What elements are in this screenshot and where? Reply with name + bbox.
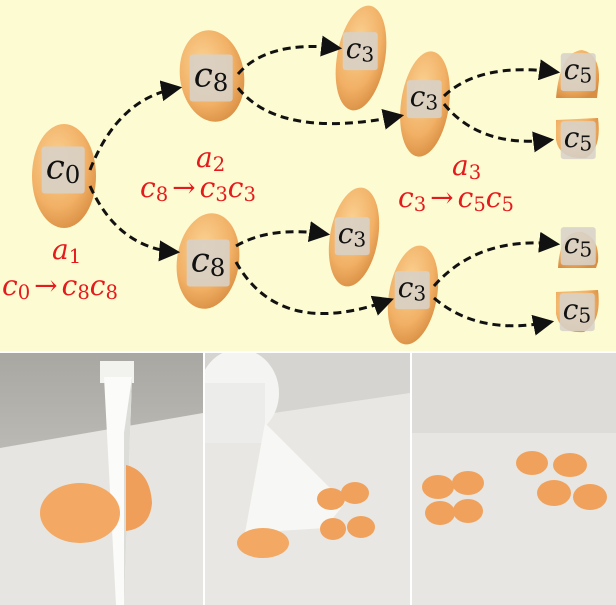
node-label-lower-mid: c8 [186, 239, 230, 287]
rule-a2-production: c8→c3c3 [140, 171, 256, 206]
node-label-lower-top-leaf: c3 [334, 217, 370, 255]
photo-robot-arm-with-cut-pieces [205, 353, 410, 605]
node-label-upper-right-leaf-b: c5 [560, 121, 596, 159]
node-label-lower-right: c3 [394, 271, 430, 309]
rule-a1-production: c0→c8c8 [2, 269, 118, 304]
node-label-upper-right: c3 [406, 80, 442, 118]
edge-lower-mid-to-right [234, 261, 394, 316]
node-label-upper-mid: c8 [189, 54, 233, 102]
node-label-upper-top-leaf: c3 [342, 32, 378, 70]
edge-root-to-upper-mid [88, 80, 183, 171]
edge-lower-right-to-leaf-a [432, 231, 561, 287]
node-label-lower-right-leaf-b: c5 [559, 293, 595, 331]
node-label-root: c0 [41, 146, 85, 194]
rule-a3-production: c3→c5c5 [398, 181, 514, 216]
rule-a2-action: a2 [196, 141, 226, 176]
rule-a1-action: a1 [52, 233, 82, 268]
photo-final-cut-pieces [412, 353, 616, 605]
node-label-lower-right-leaf-a: c5 [560, 227, 596, 265]
photo-strip [0, 353, 616, 605]
edge-upper-right-to-leaf-b [442, 103, 555, 153]
node-label-upper-right-leaf-a: c5 [560, 53, 596, 91]
edge-upper-right-to-leaf-a [442, 59, 561, 98]
edge-lower-mid-to-top-leaf [235, 221, 331, 248]
photo-knife-cutting-whole-object [0, 353, 203, 605]
cutting-tree-diagram: c0 c8 c8 c3 c3 c3 c3 c5 c5 c5 c5 a1 c0→c… [0, 0, 616, 351]
edge-root-to-lower-mid [88, 185, 181, 262]
edge-upper-mid-to-top-leaf [236, 35, 343, 75]
rule-a3-action: a3 [452, 149, 482, 184]
edge-upper-mid-to-right [236, 87, 405, 130]
edge-lower-right-to-leaf-b [433, 296, 555, 336]
